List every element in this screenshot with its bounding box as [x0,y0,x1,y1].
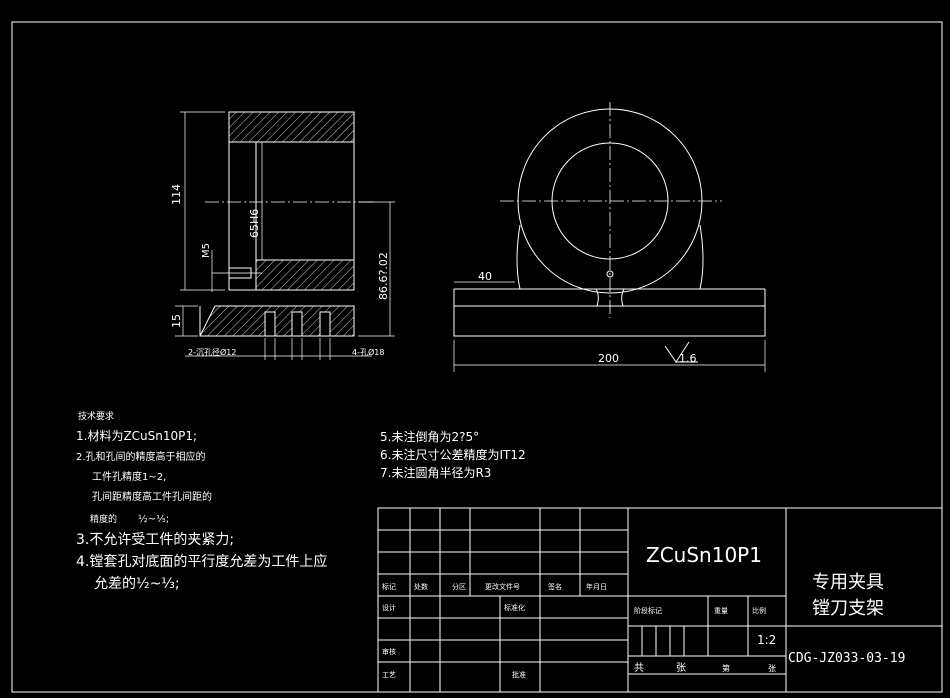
note-2c: 孔间距精度高工件孔间距的 [92,490,212,503]
dim-65h6: 65H6 [248,209,261,238]
tb-h-zone: 分区 [452,582,466,591]
note-3: 3.不允许受工件的夹紧力; [76,532,234,548]
title-block: ZCuSn10P1 专用夹具 镗刀支架 CDG-JZ033-03-19 1:2 … [377,507,943,693]
tb-stage: 阶段标记 [634,606,662,615]
roughness-value: 1.6 [679,352,697,365]
tb-process: 工艺 [382,671,396,679]
section-view: 114 65H6 M5 15 86.6?.02 2-沉孔径Ø12 4-孔Ø18 [170,111,395,360]
front-view: 40 200 1.6 [453,102,766,372]
tb-ratio: 比例 [752,606,766,615]
tb-sheet2: 张 [768,664,776,673]
tb-drawing-no: CDG-JZ033-03-19 [788,651,905,666]
note-6: 6.未注尺寸公差精度为IT12 [380,447,526,462]
base-plate [453,305,766,337]
dim-40: 40 [478,270,492,283]
tb-scale: 1:2 [757,633,776,647]
dim-15: 15 [170,314,183,328]
dim-200: 200 [598,352,619,365]
tb-design: 设计 [382,603,396,612]
note-2d-fraction: ½~⅕; [138,513,169,525]
dim-m5: M5 [201,243,212,258]
tb-weight: 重量 [714,607,728,615]
top-wall-hatch [228,111,355,143]
note-5: 5.未注倒角为2?5° [380,429,479,444]
dim-114: 114 [170,184,183,205]
tb-material: ZCuSn10P1 [646,543,762,567]
base-section-hatch [199,305,355,337]
tb-total: 共 [634,662,644,674]
note-1: 1.材料为ZCuSn10P1; [76,429,197,443]
tb-h-sign: 签名 [548,582,562,591]
tb-approve: 批准 [512,670,526,679]
note-2d-label: 精度的 [90,513,117,525]
tb-h-mark: 标记 [382,582,396,591]
note-4b: 允差的½~⅓; [94,576,180,592]
dim-holes-2: 2-沉孔径Ø12 [188,347,236,357]
tb-h-docno: 更改文件号 [485,582,520,591]
dim-86-6: 86.6?.02 [377,252,390,300]
note-2b: 工件孔精度1~2, [92,470,166,483]
tb-no: 第 [722,663,730,673]
tb-sheets: 张 [676,662,686,674]
tb-title-line1: 专用夹具 [812,572,884,593]
tb-h-date: 年月日 [586,582,607,591]
bottom-wall-hatch [255,259,355,291]
outer-circle [517,108,703,294]
notes-heading: 技术要求 [78,410,114,422]
tb-h-count: 处数 [414,582,428,591]
note-7: 7.未注圆角半径为R3 [380,465,491,480]
note-4: 4.镗套孔对底面的平行度允差为工件上应 [76,553,327,570]
bore-circle [551,142,669,260]
tb-standard: 标准化 [504,603,525,612]
note-2: 2.孔和孔间的精度高于相应的 [76,450,206,463]
tb-title-line2: 镗刀支架 [812,598,884,619]
technical-notes: 技术要求 1.材料为ZCuSn10P1; 2.孔和孔间的精度高于相应的 工件孔精… [76,410,526,592]
dim-holes-4: 4-孔Ø18 [352,347,384,357]
tb-review: 审核 [382,647,396,656]
